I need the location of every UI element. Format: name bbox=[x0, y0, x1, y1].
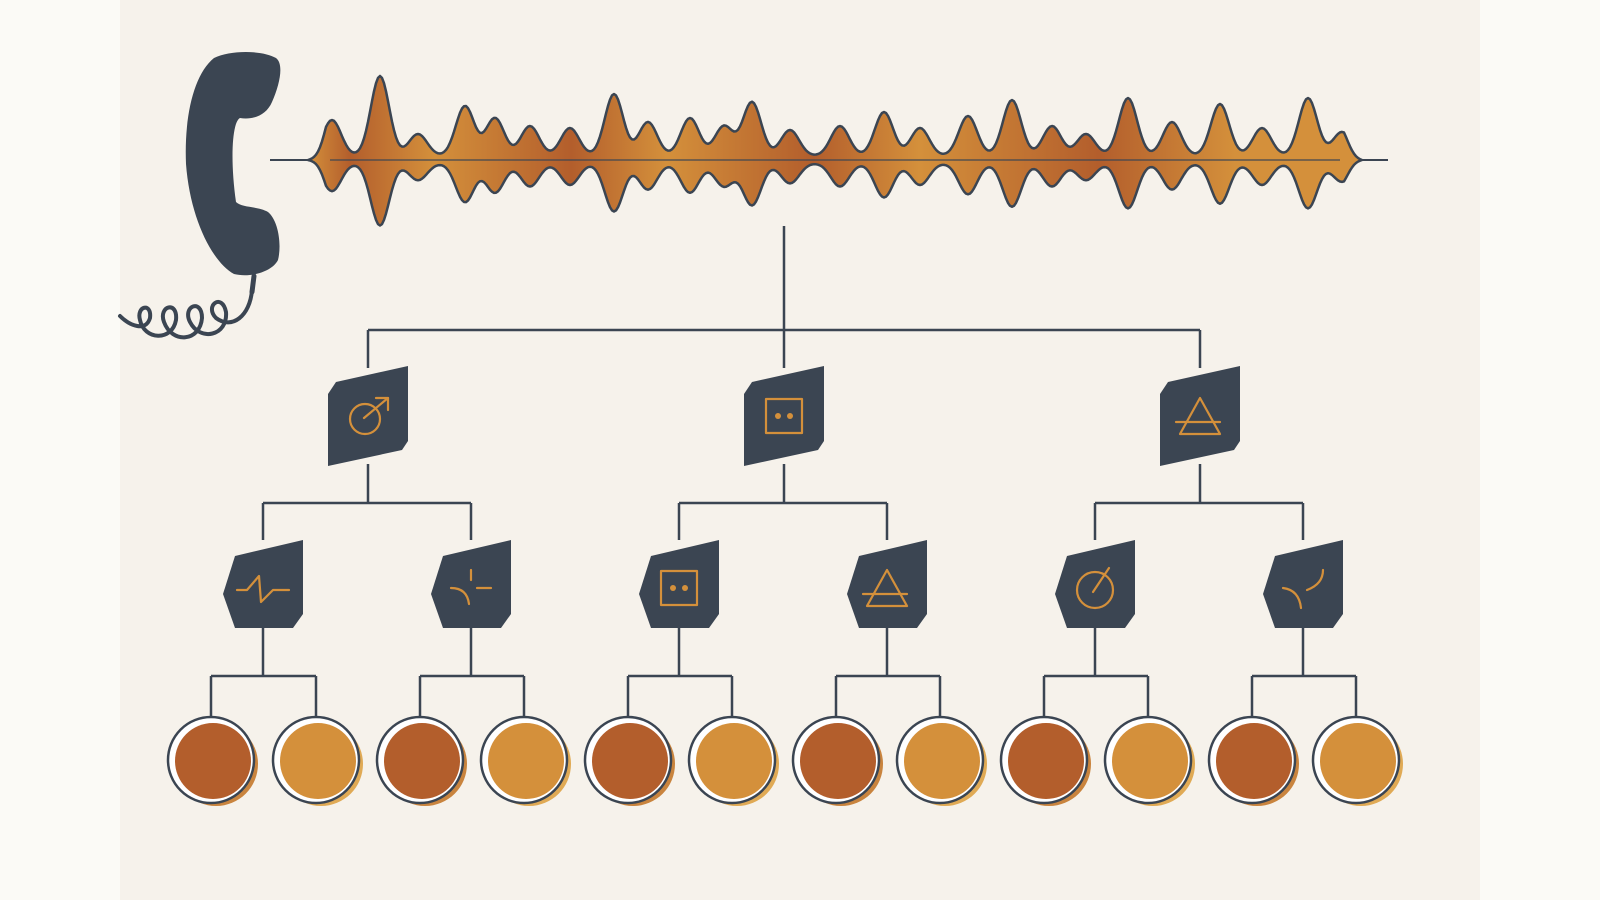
leaf-node bbox=[1207, 715, 1299, 806]
leaf-node bbox=[583, 715, 675, 806]
level1-node bbox=[328, 366, 408, 466]
leaf-fill bbox=[696, 723, 772, 799]
level2-node bbox=[223, 540, 303, 628]
broken-cross-glyph-icon bbox=[449, 568, 493, 606]
leaf-node bbox=[166, 715, 258, 806]
leaf-fill bbox=[175, 723, 251, 799]
level1-node bbox=[744, 366, 824, 466]
node-body bbox=[744, 366, 824, 466]
triangle-bar-glyph-icon bbox=[861, 568, 909, 608]
level2-node bbox=[431, 540, 511, 628]
audio-waveform-icon bbox=[270, 74, 1388, 227]
circle-arrow-glyph-icon bbox=[348, 396, 390, 436]
level2-node bbox=[847, 540, 927, 628]
circle-slash-glyph-icon bbox=[1075, 566, 1115, 610]
telephone-cord-icon bbox=[118, 288, 254, 340]
leaf-fill bbox=[800, 723, 876, 799]
crescent-arcs-glyph-icon bbox=[1281, 568, 1325, 610]
leaf-node bbox=[687, 715, 779, 806]
leaf-fill bbox=[1112, 723, 1188, 799]
waveform-shape bbox=[306, 74, 1364, 227]
square-dots-glyph-icon bbox=[659, 569, 699, 607]
leaf-node bbox=[1311, 715, 1403, 806]
leaf-node bbox=[791, 715, 883, 806]
triangle-bar-glyph-icon bbox=[1174, 396, 1222, 436]
leaf-fill bbox=[904, 723, 980, 799]
leaf-node bbox=[999, 715, 1091, 806]
leaf-node bbox=[479, 715, 571, 806]
level2-node bbox=[1055, 540, 1135, 628]
leaf-node bbox=[375, 715, 467, 806]
node-body bbox=[431, 540, 511, 628]
leaf-node bbox=[1103, 715, 1195, 806]
node-body bbox=[1160, 366, 1240, 466]
leaf-fill bbox=[280, 723, 356, 799]
level2-node bbox=[1263, 540, 1343, 628]
leaf-fill bbox=[1320, 723, 1396, 799]
square-dots-glyph-icon bbox=[764, 397, 804, 435]
level2-node bbox=[639, 540, 719, 628]
leaf-fill bbox=[1008, 723, 1084, 799]
tree-connectors bbox=[209, 226, 1358, 718]
leaf-node bbox=[271, 715, 363, 806]
leaf-fill bbox=[592, 723, 668, 799]
leaf-fill bbox=[488, 723, 564, 799]
level1-node bbox=[1160, 366, 1240, 466]
leaf-node bbox=[895, 715, 987, 806]
node-body bbox=[223, 540, 303, 628]
tree-nodes bbox=[166, 366, 1403, 806]
leaf-fill bbox=[1216, 723, 1292, 799]
leaf-fill bbox=[384, 723, 460, 799]
node-body bbox=[1263, 540, 1343, 628]
node-body bbox=[639, 540, 719, 628]
node-body bbox=[1055, 540, 1135, 628]
zigzag-glyph-icon bbox=[235, 574, 291, 604]
